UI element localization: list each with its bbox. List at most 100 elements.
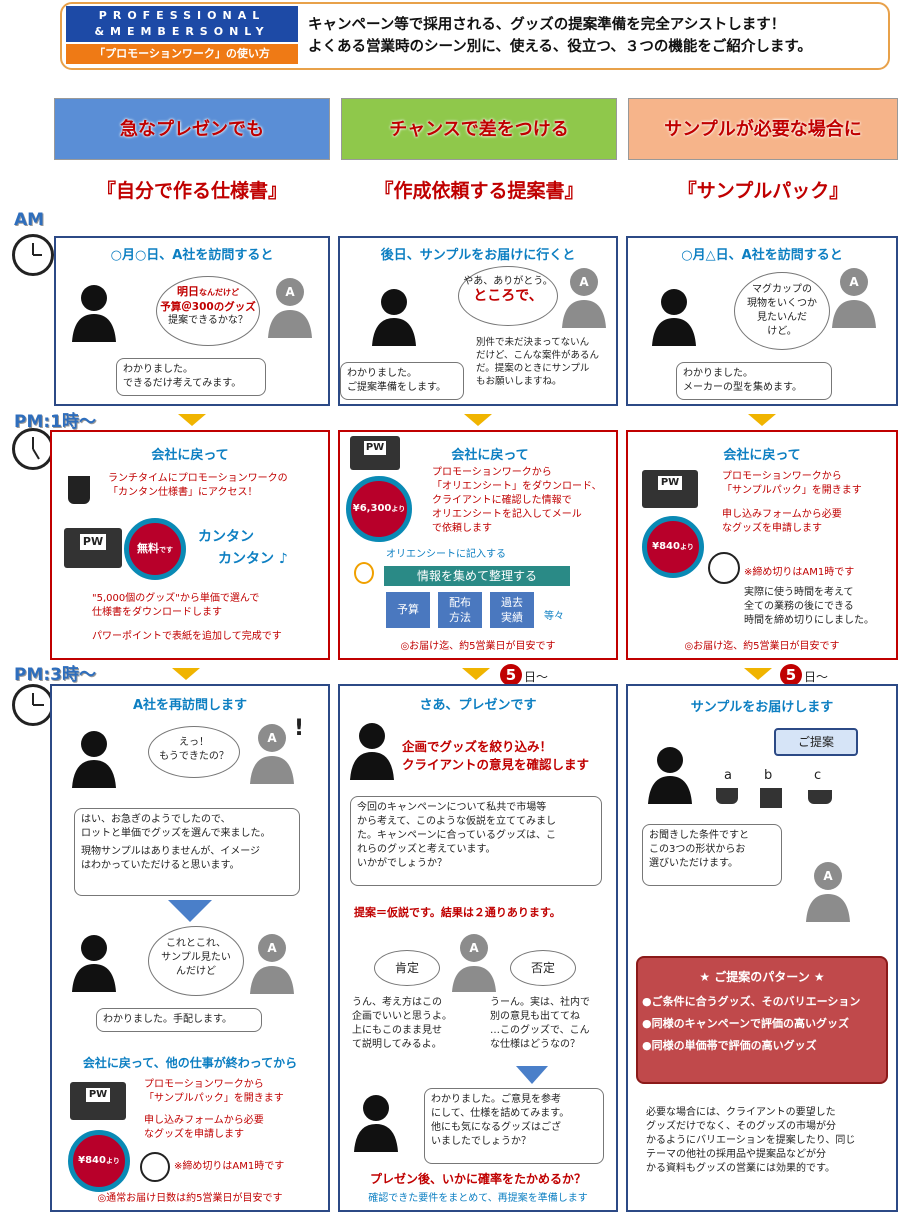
pm1-box-1: 会社に戻って ランチタイムにプロモーションワークの 「カンタン仕様書」にアクセス…: [50, 430, 330, 660]
column-header-3: サンプルが必要な場合に: [628, 98, 898, 160]
box-title: 会社に戻って: [723, 448, 801, 463]
option-label: a: [724, 768, 732, 783]
talk-bubble: 今回のキャンペーンについて私共で市場等 から考えて、このような仮説を立ててみまし…: [350, 796, 602, 886]
am-box-3: ○月△日、A社を訪問すると マグカップの 現物をいくつか 見たいんだ けど。 A…: [626, 236, 898, 406]
text: "5,000個のグッズ"から単価で選んで 仕様書をダウンロードします: [92, 593, 260, 618]
person-icon: [72, 731, 116, 788]
pw-label: PW: [84, 1086, 112, 1104]
speech-bubble: マグカップの 現物をいくつか 見たいんだ けど。: [734, 272, 830, 350]
free-badge: 無料です: [124, 518, 186, 580]
pw-label: PW: [656, 474, 684, 492]
chevron-down-icon: [464, 414, 492, 426]
person-icon: [72, 935, 116, 992]
footnote: 確認できた要件をまとめて、再提案を準備します: [368, 1193, 588, 1204]
footnote: ◎お届け迄、約5営業日が目安です: [400, 641, 556, 652]
reply-bubble: わかりました。 メーカーの型を集めます。: [676, 362, 832, 400]
pattern-item: ●同様のキャンペーンで評価の高いグッズ: [642, 1017, 850, 1030]
person-icon: [354, 1095, 398, 1152]
text: 実際に使う時間を考えて 全ての業務の後にできる 時間を締め切りにしました。: [744, 587, 874, 626]
pm1-box-3: 会社に戻って PW ¥840より プロモーションワークから 「サンプルパック」を…: [626, 430, 898, 660]
arrow-down-icon: [168, 900, 212, 922]
price-badge: ¥6,300より: [346, 476, 412, 542]
logo: PROFESSIONAL&MEMBERSONLY 「プロモーションワーク」の使い…: [66, 6, 298, 64]
pattern-item: ●同様の単価帯で評価の高いグッズ: [642, 1039, 817, 1052]
person-icon: [652, 289, 696, 346]
time-pm1: PM:1時～: [14, 412, 97, 432]
clock-icon: [12, 428, 54, 470]
kantan-text: カンタン ♪: [218, 551, 288, 567]
keyword-box: 予算: [386, 592, 430, 628]
reply-bubble: わかりました。ご意見を参考 にして、仕様を詰めてみます。 他にも気になるグッズは…: [424, 1088, 604, 1164]
column-title-3: 『サンプルパック』: [677, 180, 849, 202]
cup-icon: [760, 788, 782, 808]
box-title: ○月△日、A社を訪問すると: [681, 248, 843, 263]
pm3-box-1: A社を再訪問します えっ！ もうできたの？ A ! はい、お急ぎのようでしたので…: [50, 684, 330, 1212]
person-icon: [72, 285, 116, 342]
exclamation-icon: !: [294, 716, 305, 741]
chevron-down-icon: [748, 414, 776, 426]
reply-bubble: わかりました。手配します。: [96, 1008, 262, 1032]
clock-icon: [140, 1152, 170, 1182]
time-pm3: PM:3時～: [14, 665, 97, 685]
column-header-1: 急なプレゼンでも: [54, 98, 330, 160]
clock-icon: [12, 234, 54, 276]
mug-icon: [68, 476, 90, 504]
days-label: 日～: [524, 670, 549, 684]
pm1-box-2: PW 会社に戻って ¥6,300より プロモーションワークから 「オリエンシート…: [338, 430, 618, 660]
days-label: 日～: [804, 670, 829, 684]
intro-text: キャンペーン等で採用される、グッズの提案準備を完全アシストします！よくある営業時…: [308, 17, 812, 55]
laptop-icon: PW: [70, 1082, 126, 1120]
text: プロモーションワークから 「サンプルパック」を開きます: [144, 1079, 284, 1104]
keyword-box: 配布 方法: [438, 592, 482, 628]
pw-label: PW: [362, 439, 388, 457]
speech-bubble: 明日なんだけど 予算＠300のグッズ 提案できるかな？: [156, 276, 260, 346]
sub-title: 会社に戻って、他の仕事が終わってから: [82, 1056, 298, 1070]
time-am: AM: [14, 210, 45, 230]
lightbulb-icon: [354, 562, 374, 584]
proposal-tag: ご提案: [774, 728, 858, 756]
text: 等々: [544, 611, 564, 622]
laptop-icon: PW: [64, 528, 122, 568]
box-title: ○月○日、A社を訪問すると: [110, 248, 274, 263]
cup-icon: [808, 790, 832, 804]
text: 必要な場合には、クライアントの要望した グッズだけでなく、そのグッズの市場が分 …: [646, 1107, 856, 1174]
client-label: A: [267, 731, 277, 745]
text: ※締め切りはAM1時です: [174, 1161, 285, 1172]
column-title-1: 『自分で作る仕様書』: [96, 180, 287, 202]
client-label: A: [285, 285, 295, 299]
text: うん、考え方はこの 企画でいいと思うよ。 上にもこのまま見せ て説明してみるよ。: [352, 997, 452, 1050]
pw-label: PW: [78, 532, 108, 552]
cup-icon: [716, 788, 738, 804]
laptop-icon: PW: [642, 470, 698, 508]
column-title-2: 『作成依頼する提案書』: [374, 180, 584, 202]
after-title: プレゼン後、いかに確率をたかめるか？: [369, 1172, 586, 1186]
speech-bubble: これとこれ、 サンプル見たい んだけど: [148, 926, 244, 996]
client-icon: A: [268, 278, 312, 338]
price-badge: ¥840より: [642, 516, 704, 578]
text: うーん。実は、社内で 別の意見も出ててね …このグッズで、こん な仕様はどうなの…: [490, 997, 590, 1050]
speech-bubble: えっ！ もうできたの？: [148, 726, 240, 778]
reply-bubble: わかりました。 ご提案準備をします。: [340, 362, 464, 400]
speech-bubble: やあ、ありがとう。 ところで、: [458, 266, 558, 326]
days-badge: 5: [500, 664, 522, 686]
client-label: A: [267, 941, 277, 955]
reply-bubble: お聞きした条件ですと この3つの形状からお 選びいただけます。: [642, 824, 782, 886]
pattern-item: ●ご条件に合うグッズ、そのバリエーション: [642, 995, 861, 1008]
option-label: c: [814, 768, 822, 783]
clock-icon: [708, 552, 740, 584]
yes-bubble: 肯定: [374, 950, 440, 986]
pattern-panel: ★ ご提案のパターン ★ ●ご条件に合うグッズ、そのバリエーション ●同様のキャ…: [636, 956, 888, 1084]
client-label: A: [579, 275, 589, 289]
price-badge: ¥840より: [68, 1130, 130, 1192]
text: ※締め切りはAM1時です: [744, 567, 855, 578]
person-icon: [372, 289, 416, 346]
box-title: 会社に戻って: [451, 448, 529, 463]
reply-bubble: はい、お急ぎのようでしたので、 ロットと単価でグッズを選んで来ました。 現物サン…: [74, 808, 300, 896]
text: プロモーションワークから 「サンプルパック」を開きます: [722, 471, 862, 496]
keyword-box: 過去 実績: [490, 592, 534, 628]
option-label: b: [764, 768, 773, 783]
box-title: サンプルをお届けします: [690, 700, 834, 715]
client-icon: A: [806, 862, 850, 922]
person-icon: [648, 747, 692, 804]
days-badge: 5: [780, 664, 802, 686]
